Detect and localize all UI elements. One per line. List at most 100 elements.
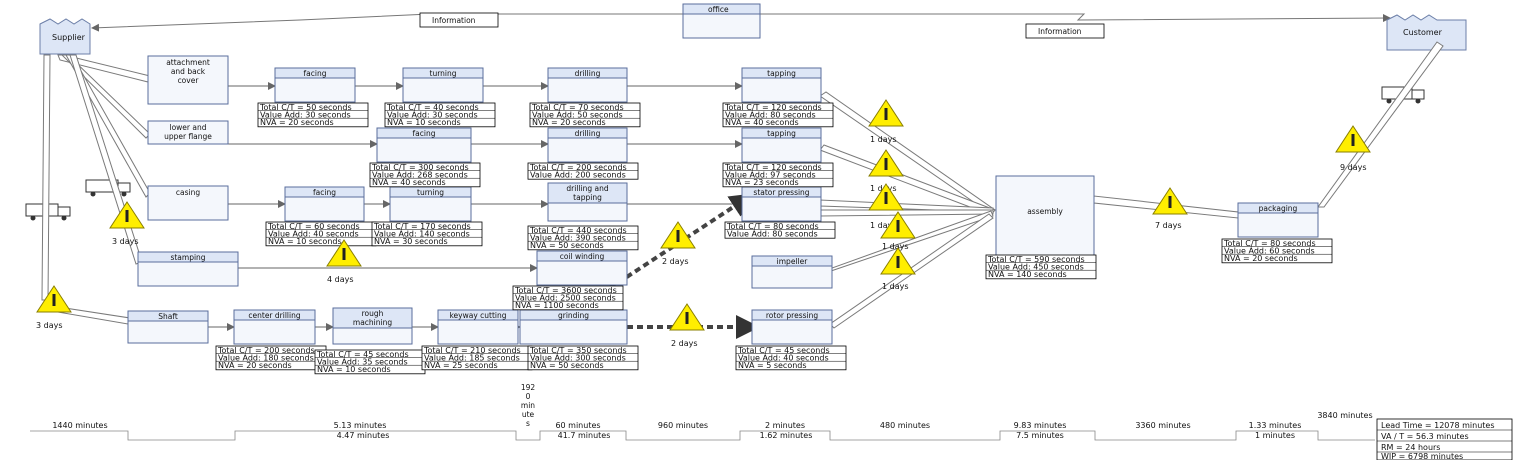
process-drilling1[interactable]: drilling	[547, 67, 628, 103]
process-facing3[interactable]: facing	[284, 186, 365, 222]
supplier-entity[interactable]: Supplier	[39, 18, 91, 55]
data-line: Total C/T = 200 seconds	[529, 163, 627, 172]
timeline-wait: 1440 minutes	[52, 421, 107, 430]
process-coil[interactable]: coil winding	[536, 250, 628, 286]
inventory-days: 1 days	[870, 221, 897, 230]
data-line: NVA = 50 seconds	[530, 361, 604, 370]
data-line: NVA = 10 seconds	[268, 237, 342, 246]
customer-label: Customer	[1403, 28, 1443, 37]
data-line: Value Add: 60 seconds	[1224, 247, 1315, 256]
data-line: Value Add: 185 seconds	[424, 354, 520, 363]
wip: WIP = 6798 minutes	[1381, 452, 1463, 460]
process-label: lower and	[170, 123, 207, 132]
process-keyway[interactable]: keyway cutting	[437, 309, 519, 345]
process-label: turning	[417, 188, 444, 197]
process-shaft[interactable]: Shaft	[127, 310, 209, 344]
data-line: Value Add: 35 seconds	[317, 358, 408, 367]
timeline-wait: 3840 minutes	[1317, 411, 1372, 420]
data-line: Total C/T = 80 seconds	[726, 222, 819, 231]
inventory-days: 7 days	[1155, 221, 1182, 230]
process-packaging[interactable]: packaging	[1237, 202, 1319, 238]
process-label: rotor pressing	[766, 311, 818, 320]
process-tapping2[interactable]: tapping	[741, 127, 822, 163]
inventory-days: 2 days	[671, 339, 698, 348]
data-line: Total C/T = 170 seconds	[373, 222, 471, 231]
process-impeller[interactable]: impeller	[751, 255, 833, 289]
process-tapping1[interactable]: tapping	[741, 67, 822, 103]
process-label: drilling	[575, 129, 601, 138]
inventory-triangle-icon: 1 days	[868, 99, 904, 144]
timeline-wait: 2 minutes	[765, 421, 805, 430]
inventory-days: 1 days	[882, 282, 909, 291]
process-label: coil winding	[560, 252, 605, 261]
inventory-triangle-icon: 1 days	[868, 183, 904, 230]
office-box[interactable]: office	[682, 3, 761, 39]
data-line: NVA = 20 seconds	[1224, 254, 1298, 263]
data-line: Total C/T = 120 seconds	[724, 163, 822, 172]
data-line: Total C/T = 200 seconds	[217, 346, 315, 355]
process-facing2[interactable]: facing	[376, 127, 472, 163]
process-turning1[interactable]: turning	[402, 67, 484, 103]
timeline-stacked: 0	[526, 392, 531, 401]
inventory-triangle-icon: 1 days	[880, 211, 916, 251]
timeline-wait: 9.83 minutes	[1014, 421, 1067, 430]
process-stamping[interactable]: stamping	[137, 251, 239, 287]
process-rotor[interactable]: rotor pressing	[751, 309, 833, 345]
process-label: stator pressing	[753, 188, 809, 197]
process-label: cover	[178, 76, 200, 85]
data-line: NVA = 40 seconds	[725, 118, 799, 127]
data-line: NVA = 25 seconds	[424, 361, 498, 370]
process-label: attachment	[166, 58, 210, 67]
process-label: turning	[430, 69, 457, 78]
process-label: casing	[176, 188, 200, 197]
timeline-value-add: 4.47 minutes	[337, 431, 390, 440]
process-label: drilling	[575, 69, 601, 78]
data-line: Value Add: 80 seconds	[727, 230, 818, 239]
truck-icon	[25, 203, 71, 221]
process-turning3[interactable]: turning	[389, 186, 472, 222]
process-label: and back	[171, 67, 206, 76]
process-stator[interactable]: stator pressing	[741, 186, 822, 222]
process-center[interactable]: center drilling	[233, 309, 316, 345]
data-line: Value Add: 140 seconds	[374, 230, 470, 239]
process-drilling2[interactable]: drilling	[547, 127, 628, 163]
process-grinding[interactable]: grinding	[519, 309, 628, 345]
timeline-wait: 3360 minutes	[1135, 421, 1190, 430]
data-line: Value Add: 200 seconds	[530, 171, 626, 180]
process-label: facing	[413, 129, 436, 138]
data-line: Total C/T = 3600 seconds	[514, 286, 617, 295]
data-line: NVA = 50 seconds	[530, 241, 604, 250]
data-line: Value Add: 30 seconds	[387, 111, 478, 120]
process-facing1[interactable]: facing	[274, 67, 356, 103]
data-line: Value Add: 40 seconds	[738, 354, 829, 363]
data-line: NVA = 140 seconds	[988, 270, 1067, 279]
data-line: Total C/T = 300 seconds	[371, 163, 469, 172]
process-label: keyway cutting	[449, 311, 506, 320]
data-line: Total C/T = 120 seconds	[724, 103, 822, 112]
data-line: Total C/T = 210 seconds	[423, 346, 521, 355]
data-line: Total C/T = 60 seconds	[267, 222, 360, 231]
inventory-triangle-icon: 1 days	[880, 247, 916, 291]
process-label: tapping	[767, 69, 796, 78]
data-line: Value Add: 80 seconds	[725, 111, 816, 120]
timeline-wait: 5.13 minutes	[334, 421, 387, 430]
timeline-stacked: min	[521, 401, 535, 410]
customer-entity[interactable]: Customer	[1386, 14, 1467, 51]
timeline-wait: 960 minutes	[658, 421, 708, 430]
data-line: Total C/T = 45 seconds	[316, 350, 409, 359]
process-casing[interactable]: casing	[147, 185, 229, 221]
data-line: NVA = 1100 seconds	[515, 301, 599, 310]
process-assembly[interactable]: assembly	[995, 175, 1095, 257]
data-line: Total C/T = 40 seconds	[386, 103, 479, 112]
data-line: NVA = 30 seconds	[374, 237, 448, 246]
data-line: Value Add: 97 seconds	[725, 171, 816, 180]
